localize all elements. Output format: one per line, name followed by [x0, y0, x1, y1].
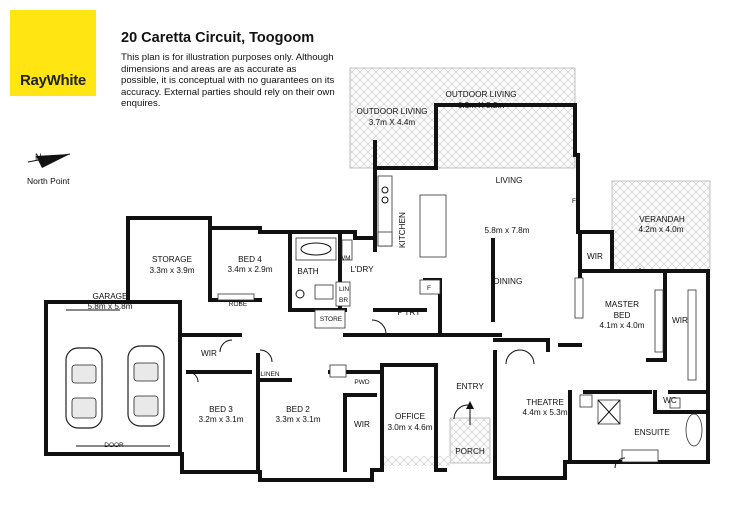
- bed-4-name: BED 4: [238, 255, 262, 264]
- powder-room-name: PWD: [354, 379, 369, 386]
- entry-name: ENTRY: [456, 382, 484, 391]
- bed-3-dims: 3.2m x 3.1m: [198, 415, 243, 424]
- north-arrow-icon: N: [27, 152, 71, 168]
- verandah-dims: 4.2m x 4.0m: [638, 225, 683, 234]
- outdoor-living-2-name: OUTDOOR LIVING: [446, 90, 517, 99]
- master-bed-dims: 4.1m x 4.0m: [599, 321, 644, 330]
- entry-arrow-icon: [466, 401, 474, 425]
- porch-area: [449, 417, 491, 464]
- property-address-title: 20 Caretta Circuit, Toogoom: [121, 30, 315, 46]
- door-swings: [187, 319, 626, 469]
- outdoor-living-area: [349, 67, 576, 169]
- garage-dims: 5.8m x 5.8m: [87, 302, 132, 311]
- verandah-area: [611, 180, 711, 272]
- ray-white-logo: RayWhite: [10, 10, 96, 96]
- master-bed-name-2: BED: [614, 311, 631, 320]
- outdoor-living-2-dims: 6.3m X 3.2m: [458, 101, 505, 110]
- fridge-name: F: [427, 285, 431, 292]
- logo-wordmark: RayWhite: [20, 72, 86, 89]
- living-name: LIVING: [496, 176, 523, 185]
- verandah-name: VERANDAH: [639, 215, 685, 224]
- bed-2-name: BED 2: [286, 405, 310, 414]
- fireplace-name: FP: [572, 198, 580, 205]
- outdoor-living-1-name: OUTDOOR LIVING: [357, 107, 428, 116]
- storage-dims: 3.3m x 3.9m: [149, 266, 194, 275]
- linen-name: LINEN: [260, 371, 279, 378]
- interior-walls: [126, 226, 710, 474]
- garage-door-label: DOOR: [104, 442, 124, 449]
- theatre-dims: 4.4m x 5.3m: [522, 408, 567, 417]
- master-bed-name: MASTER: [605, 300, 639, 309]
- kitchen-name: KITCHEN: [398, 212, 407, 248]
- bath-name: BATH: [297, 267, 318, 276]
- bed-3-wir-name: WIR: [201, 349, 217, 358]
- bed-4-dims: 3.4m x 2.9m: [227, 265, 272, 274]
- laundry-name: L'DRY: [350, 265, 374, 274]
- broom-cupboard-name: BR: [339, 297, 348, 304]
- living-dims: 5.8m x 7.8m: [484, 226, 529, 235]
- wc-name: WC: [663, 396, 677, 405]
- pantry-name: P'TRY: [397, 308, 421, 317]
- office-dims: 3.0m x 4.6m: [387, 423, 432, 432]
- garage-cars: [65, 345, 165, 429]
- linen-cupboard-name: LIN: [339, 286, 349, 293]
- dining-name: DINING: [494, 277, 523, 286]
- car-icon: [65, 347, 103, 429]
- disclaimer-text: This plan is for illustration purposes o…: [121, 52, 335, 110]
- north-point-label: North Point: [27, 176, 70, 186]
- outdoor-living-1-dims: 3.7m X 4.4m: [369, 118, 416, 127]
- master-wir-top-name: WIR: [587, 252, 603, 261]
- porch-name: PORCH: [455, 447, 485, 456]
- bed-2-wir-name: WIR: [354, 420, 370, 429]
- car-icon: [127, 345, 165, 427]
- ensuite-name: ENSUITE: [634, 428, 670, 437]
- room-labels: OUTDOOR LIVING 3.7m X 4.4m OUTDOOR LIVIN…: [87, 90, 688, 456]
- storage-name: STORAGE: [152, 255, 192, 264]
- svg-text:N: N: [35, 152, 42, 162]
- fixtures: [66, 175, 703, 463]
- bed-2-dims: 3.3m x 3.1m: [275, 415, 320, 424]
- washing-machine-name: WM: [339, 255, 351, 262]
- garage-name: GARAGE: [92, 292, 128, 301]
- theatre-name: THEATRE: [526, 398, 564, 407]
- bed-3-name: BED 3: [209, 405, 233, 414]
- master-wir-side-name: WIR: [672, 316, 688, 325]
- robe-name: ROBE: [229, 301, 248, 308]
- store-name: STORE: [320, 316, 343, 323]
- office-name: OFFICE: [395, 412, 426, 421]
